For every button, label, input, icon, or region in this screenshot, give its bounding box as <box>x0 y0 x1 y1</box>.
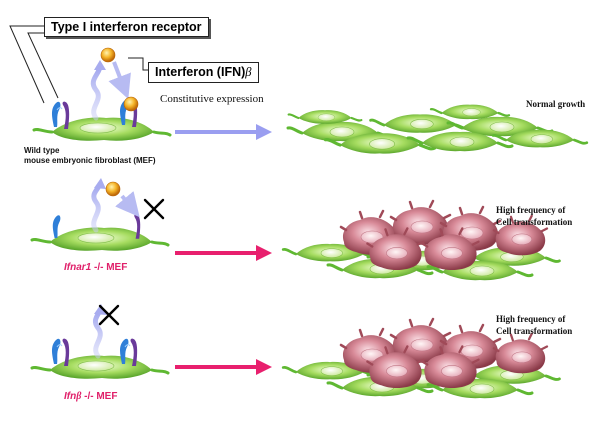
gene-ifnb: Ifn <box>64 391 77 402</box>
receptor-icon <box>134 214 141 239</box>
gene-ifnar1: Ifnar1 <box>64 262 92 273</box>
receptor-callout: Type I interferon receptor <box>44 17 209 37</box>
base-cell-ifnb <box>30 354 170 381</box>
arrow-ifnar1 <box>175 245 272 261</box>
row-wildtype <box>32 47 589 156</box>
ifn-molecule-icon <box>123 96 139 112</box>
arrow-ifnb <box>175 359 272 375</box>
block-cross-icon <box>98 304 120 326</box>
wildtype-line2: mouse embryonic fibroblast (MEF) <box>24 156 156 165</box>
outcome-ifnar1: High frequency of Cell transformation <box>496 204 572 228</box>
normal-growth-cells <box>286 103 589 156</box>
row-ifnar1 <box>30 178 561 282</box>
outcome-ifnar1-line1: High frequency of <box>496 205 566 215</box>
ifn-label: Interferon (IFN) <box>155 65 246 79</box>
outcome-normal-line1: Normal growth <box>526 99 586 109</box>
receptor-icon <box>51 101 70 130</box>
genotype-ifnb-suffix: -/- MEF <box>81 391 118 402</box>
gene-ifnb-symbol: β <box>76 391 82 402</box>
block-cross-icon <box>143 198 165 220</box>
ifn-callout: Interferon (IFN)β <box>148 62 259 83</box>
receptor-icon <box>52 215 61 238</box>
outcome-ifnb: High frequency of Cell transformation <box>496 313 572 337</box>
base-cell-ifnar <box>30 226 170 253</box>
outcome-ifnb-line1: High frequency of <box>496 314 566 324</box>
wavy-arrow-icon <box>90 60 106 121</box>
outcome-ifnar1-line2: Cell transformation <box>496 217 573 227</box>
genotype-ifnar1-suffix: -/- MEF <box>91 262 128 273</box>
genotype-ifnar1: Ifnar1 -/- MEF <box>64 262 127 273</box>
outcome-normal: Normal growth <box>526 98 585 110</box>
wavy-arrow-icon <box>91 178 106 233</box>
ifn-symbol: β <box>245 65 252 79</box>
outcome-ifnb-line2: Cell transformation <box>496 326 573 336</box>
row-ifnb <box>30 304 561 400</box>
ifn-molecule-icon <box>105 181 121 197</box>
wildtype-line1: Wild type <box>24 146 60 155</box>
constitutive-label: Constitutive expression <box>160 93 264 105</box>
ifn-molecule-icon <box>100 47 116 63</box>
wavy-arrow-icon <box>92 304 107 359</box>
receptor-icon <box>51 338 70 367</box>
arrow-wildtype <box>175 124 272 140</box>
receptor-label: Type I interferon receptor <box>51 20 202 34</box>
wildtype-label: Wild type mouse embryonic fibroblast (ME… <box>24 146 156 166</box>
receptor-leader-lines <box>9 25 148 104</box>
genotype-ifnb: Ifnβ -/- MEF <box>64 391 117 402</box>
